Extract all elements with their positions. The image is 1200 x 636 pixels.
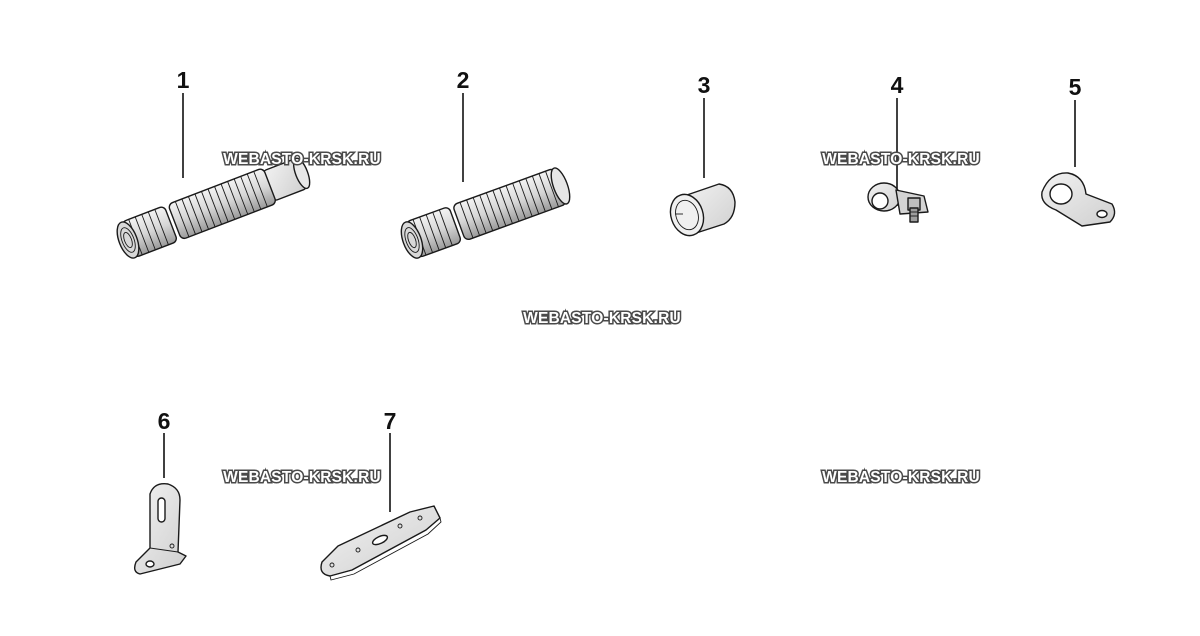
- part-6-angle-bracket: 6: [133, 408, 187, 575]
- part-1-corrugated-hose-with-sleeve: 1: [116, 67, 311, 259]
- callout-1: 1: [177, 67, 190, 93]
- callout-6: 6: [158, 408, 171, 434]
- watermark-top-left: WEBASTO-KRSK.RU: [223, 151, 381, 168]
- part-3-sleeve: 3: [669, 72, 736, 237]
- watermark-center: WEBASTO-KRSK.RU: [523, 310, 681, 327]
- callout-2: 2: [457, 67, 470, 93]
- callout-3: 3: [698, 72, 711, 98]
- callout-7: 7: [384, 408, 397, 434]
- part-4-clamp-with-bolt: 4: [867, 72, 929, 223]
- part-7-mounting-plate: 7: [320, 408, 442, 581]
- callout-4: 4: [891, 72, 904, 98]
- watermark-top-right: WEBASTO-KRSK.RU: [822, 151, 980, 168]
- watermark-bottom-right: WEBASTO-KRSK.RU: [822, 469, 980, 486]
- part-5-p-clip: 5: [1041, 74, 1116, 227]
- watermark-bottom-left: WEBASTO-KRSK.RU: [223, 469, 381, 486]
- callout-5: 5: [1069, 74, 1082, 100]
- part-2-corrugated-hose: 2: [400, 67, 571, 259]
